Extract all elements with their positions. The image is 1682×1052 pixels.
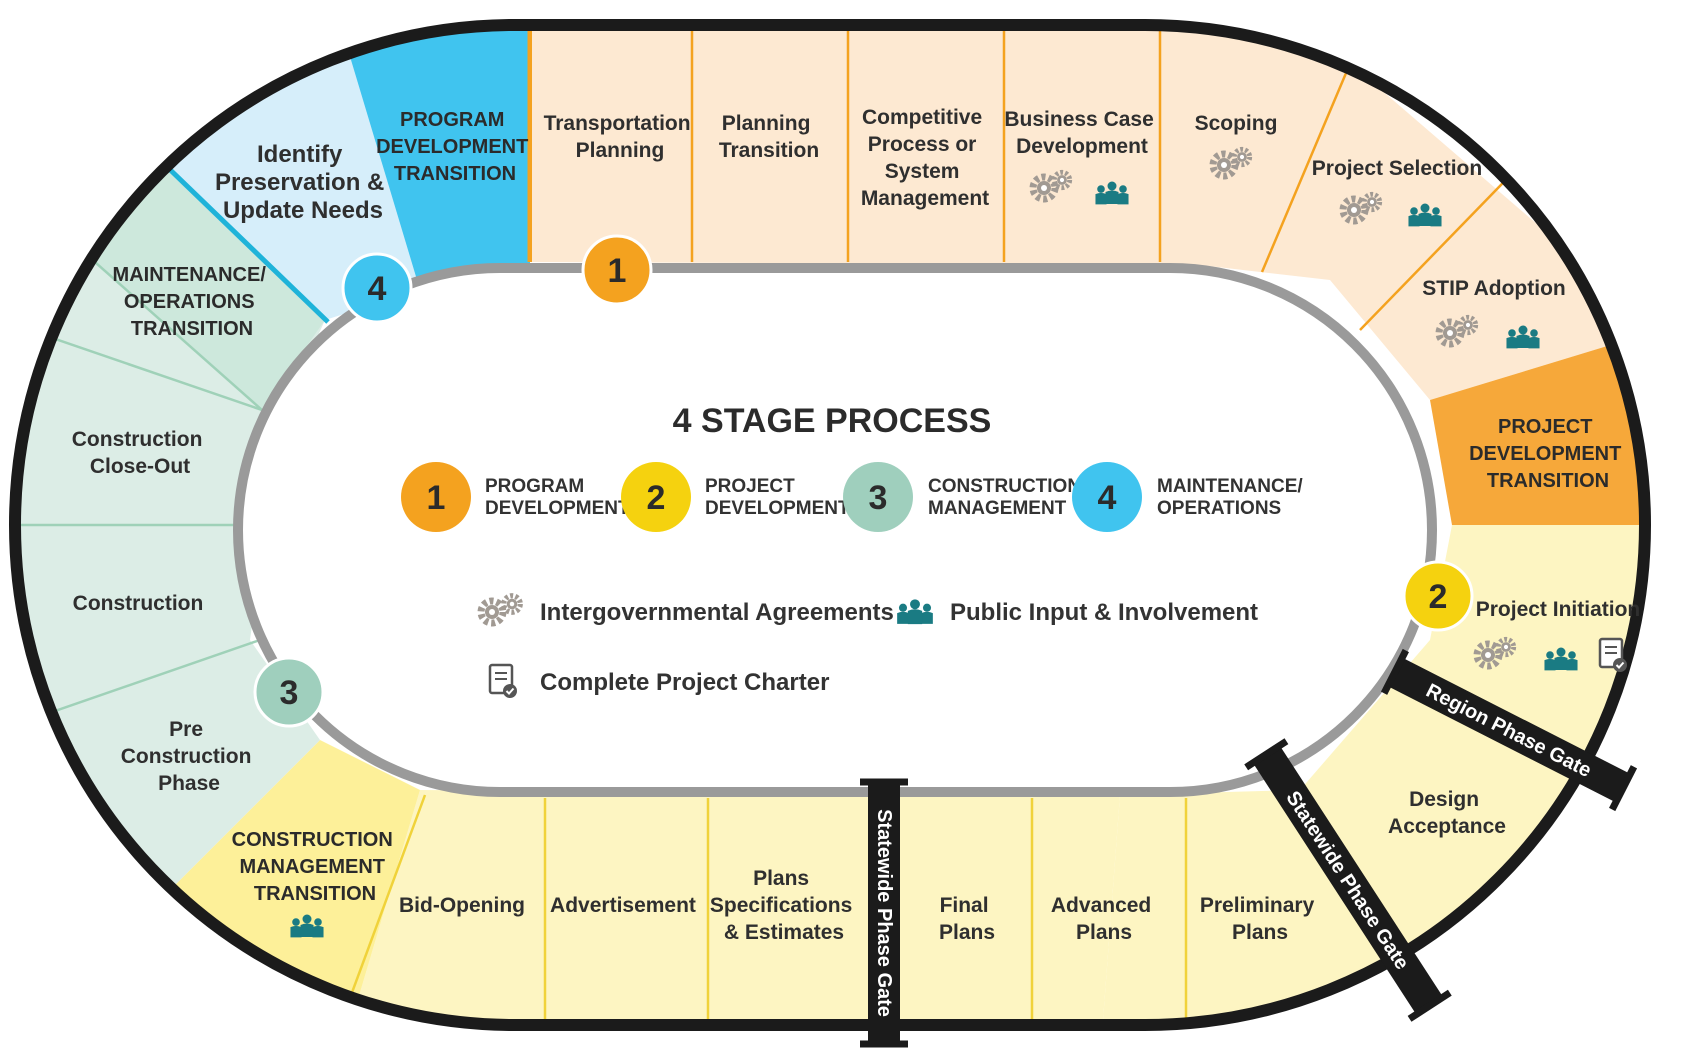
label-project-initiation: Project Initiation — [1476, 598, 1641, 621]
segment-maintenance-operations-transition[interactable] — [70, 160, 325, 410]
label-scoping: Scoping — [1195, 112, 1278, 135]
segment-icons — [290, 149, 1627, 938]
inner-track — [233, 263, 1437, 797]
svg-text:4: 4 — [1098, 479, 1117, 517]
stage-marker-4[interactable]: 4 — [341, 252, 413, 324]
label-final-plans: Final Plans — [939, 894, 995, 944]
label-bid-opening: Bid-Opening — [399, 894, 525, 917]
label-preliminary-plans: Preliminary Plans — [1200, 894, 1320, 944]
stage-marker-2[interactable]: 2 — [1402, 560, 1474, 632]
stage2-dividers — [338, 794, 1188, 1025]
charter-document-icon — [1598, 637, 1627, 672]
svg-text:2: 2 — [1429, 578, 1448, 616]
legend-stage-2: 2 PROJECT DEVELOPMENT — [621, 462, 850, 532]
label-stip-adoption: STIP Adoption — [1422, 277, 1565, 300]
legend-public-input: Public Input & Involvement — [897, 599, 1258, 626]
legend-stage-4: 4 MAINTENANCE/ OPERATIONS — [1072, 462, 1308, 532]
segment-program-development-transition[interactable] — [345, 25, 530, 290]
legend-stage-label: CONSTRUCTION MANAGEMENT — [928, 476, 1086, 519]
svg-text:3: 3 — [280, 674, 299, 712]
svg-text:1: 1 — [608, 252, 627, 290]
legend-stage-1: 1 PROGRAM DEVELOPMENT — [401, 462, 630, 532]
stage1-dividers — [690, 25, 1531, 331]
segment-identify-preservation[interactable] — [160, 40, 420, 320]
statewide-phase-gate-bottom: Statewide Phase Gate — [860, 778, 908, 1048]
stage4-divider — [158, 158, 330, 324]
label-advanced-plans: Advanced Plans — [1051, 894, 1157, 944]
legend-stage-label: MAINTENANCE/ OPERATIONS — [1157, 476, 1308, 519]
segment-stage2-bottom — [340, 790, 1120, 1025]
label-program-development-transition: PROGRAM DEVELOPMENT TRANSITION — [376, 109, 534, 185]
label-construction-management-transition: CONSTRUCTION MANAGEMENT TRANSITION — [232, 829, 399, 905]
label-advertisement: Advertisement — [550, 894, 696, 917]
label-business-case-development: Business Case Development — [1004, 108, 1159, 158]
segment-labels: PROGRAM DEVELOPMENT TRANSITION Transport… — [72, 106, 1641, 944]
svg-text:Complete Project Charter: Complete Project Charter — [540, 669, 829, 696]
svg-text:Intergovernmental Agreements: Intergovernmental Agreements — [540, 599, 894, 626]
label-planning-transition: Planning Transition — [719, 112, 819, 162]
label-construction-close-out: Construction Close-Out — [72, 428, 209, 478]
label-competitive-process: Competitive Process or System Management — [861, 106, 989, 210]
svg-text:1: 1 — [427, 479, 446, 517]
stage-marker-3[interactable]: 3 — [253, 656, 325, 728]
label-project-development-transition: PROJECT DEVELOPMENT TRANSITION — [1469, 416, 1627, 492]
legend-stage-3: 3 CONSTRUCTION MANAGEMENT — [843, 462, 1086, 532]
label-design-acceptance: Design Acceptance — [1388, 788, 1506, 838]
label-maintenance-operations-transition: MAINTENANCE/ OPERATIONS TRANSITION — [113, 264, 272, 340]
charter-document-icon — [488, 663, 517, 698]
label-construction: Construction — [73, 592, 204, 615]
diagram-title: 4 STAGE PROCESS — [673, 402, 992, 440]
svg-text:Public Input & Involvement: Public Input & Involvement — [950, 599, 1258, 626]
label-plans-specifications-estimates: Plans Specifications & Estimates — [710, 867, 858, 944]
legend-complete-project-charter: Complete Project Charter — [488, 663, 829, 698]
segment-stage1-top — [532, 25, 1645, 400]
label-pre-construction-phase: Pre Construction Phase — [121, 718, 258, 795]
svg-text:4: 4 — [368, 270, 387, 308]
label-transportation-planning: Transportation Planning — [544, 112, 697, 162]
stage-marker-1[interactable]: 1 — [581, 234, 653, 306]
outer-track-outline — [9, 19, 1651, 1031]
svg-text:3: 3 — [869, 479, 888, 517]
label-project-selection: Project Selection — [1312, 157, 1482, 180]
label-identify-preservation: Identify Preservation & Update Needs — [215, 141, 391, 224]
svg-text:2: 2 — [647, 479, 666, 517]
legend-stage-label: PROJECT DEVELOPMENT — [705, 476, 850, 519]
gate-label: Statewide Phase Gate — [873, 809, 895, 1017]
legend-intergovernmental-agreements: Intergovernmental Agreements — [481, 596, 894, 626]
legend-stage-label: PROGRAM DEVELOPMENT — [485, 476, 630, 519]
